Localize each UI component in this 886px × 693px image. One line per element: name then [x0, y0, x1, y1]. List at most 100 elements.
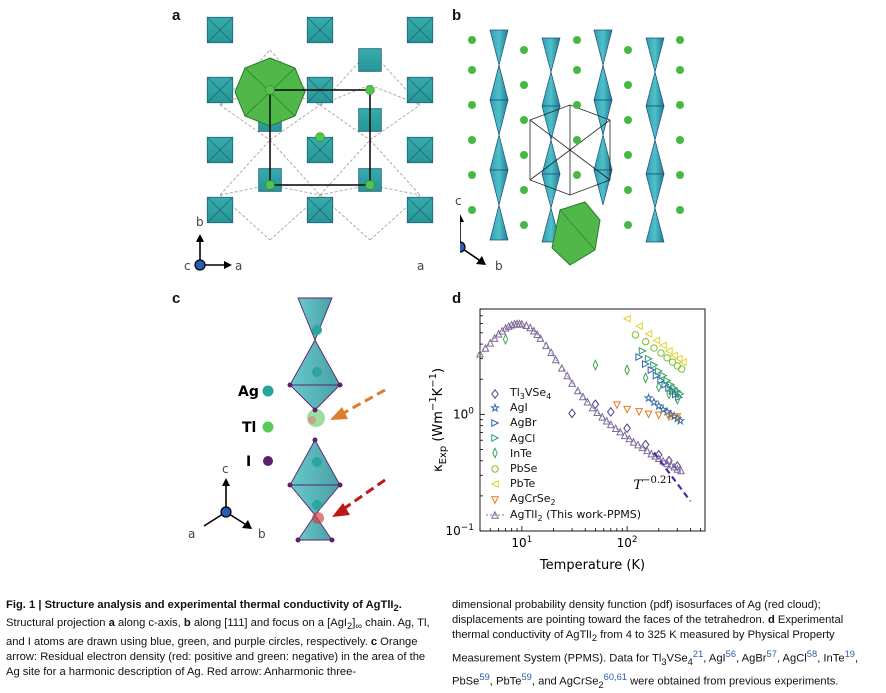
data-point — [631, 331, 640, 339]
data-point — [634, 322, 643, 331]
tl-cloud-c — [307, 409, 325, 427]
axis-label-a-panel: a — [188, 527, 195, 541]
legend-label: Tl3VSe4 — [510, 386, 552, 402]
legend-entry: InTe — [486, 447, 532, 460]
data-point — [656, 380, 662, 393]
legend-marker — [490, 510, 500, 519]
chain-octahedra — [489, 29, 665, 243]
fit-line — [653, 451, 692, 502]
legend-i-label: I — [246, 454, 251, 470]
data-point — [653, 400, 664, 411]
data-point — [486, 338, 495, 347]
data-point — [641, 439, 650, 450]
data-point — [650, 344, 658, 352]
data-point — [657, 349, 665, 357]
legend-entry: PbTe — [486, 477, 535, 490]
legend-label: AgI — [510, 401, 528, 415]
legend-marker — [491, 418, 500, 427]
legend-marker — [491, 388, 499, 399]
chart-fit-line — [653, 451, 692, 502]
data-point — [536, 333, 545, 342]
panel-b-axis-a: a — [417, 259, 425, 273]
legend-marker-icon — [492, 447, 498, 460]
panel-c-structure: Ag Tl I c a b — [188, 297, 386, 543]
data-point — [644, 354, 653, 363]
data-point — [659, 371, 668, 380]
data-point — [635, 353, 644, 362]
data-point — [663, 459, 672, 468]
axis-triad-b — [460, 214, 486, 265]
data-point — [642, 372, 649, 384]
data-point — [629, 437, 638, 446]
legend-entry: AgI — [486, 401, 528, 414]
data-point — [547, 348, 556, 357]
data-point — [490, 333, 499, 342]
data-point — [678, 358, 687, 367]
legend-marker-icon — [491, 388, 499, 399]
data-point — [526, 323, 535, 332]
legend-marker-icon — [490, 479, 499, 488]
data-point — [663, 354, 671, 362]
legend-marker-icon — [490, 496, 500, 505]
data-point — [635, 408, 644, 417]
data-point — [648, 396, 659, 407]
panel-d-letter: d — [452, 290, 462, 307]
series-agcrse2 — [612, 401, 682, 422]
legend-marker-icon — [489, 402, 501, 412]
data-point — [623, 405, 632, 414]
data-point — [598, 412, 607, 421]
data-point — [533, 330, 542, 339]
data-point — [606, 406, 615, 417]
series-line — [479, 323, 682, 471]
data-point — [620, 431, 629, 440]
i-atoms-c — [287, 382, 343, 543]
legend-label: AgBr — [510, 416, 537, 430]
caption-fig-label: Fig. 1 | — [6, 599, 42, 611]
axis-label-c: c — [184, 259, 191, 273]
series-inte — [502, 333, 681, 406]
panel-b-axis-b: b — [495, 259, 503, 273]
axis-label-b-panel: b — [258, 527, 266, 541]
legend-marker — [490, 496, 500, 505]
axis-label-a: a — [235, 259, 242, 273]
data-point — [650, 360, 659, 369]
y-tick-label: 10−1 — [445, 523, 474, 538]
panel-b-structure — [460, 29, 684, 266]
data-point — [606, 420, 615, 429]
caption-title: Structure analysis and experimental ther… — [44, 599, 402, 614]
data-point — [622, 314, 631, 323]
data-point — [654, 411, 663, 420]
chart-series — [475, 314, 687, 475]
data-point — [657, 376, 666, 385]
fit-annotation: T−0.21 — [633, 475, 672, 493]
data-point — [664, 346, 673, 355]
residual-arrow — [330, 388, 386, 420]
data-point — [591, 399, 600, 410]
legend-marker-icon — [491, 464, 499, 473]
figure-caption-right: dimensional probability density function… — [452, 599, 859, 690]
legend-label: AgCl — [510, 431, 536, 445]
legend-label: PbTe — [510, 477, 536, 491]
legend-marker-icon — [491, 434, 500, 443]
series-pbte — [622, 314, 687, 367]
data-point — [623, 423, 631, 434]
data-point — [654, 453, 663, 462]
axis-triad-c: c a b — [188, 462, 266, 541]
legend-entry: AgCl — [486, 432, 535, 445]
green-polyhedron-b — [551, 201, 601, 266]
red-cloud-c — [312, 512, 324, 524]
unit-cell-box — [269, 89, 371, 186]
data-point — [517, 319, 526, 328]
data-point — [676, 466, 685, 475]
chart-y-label: κExp (Wm−1K−1) — [428, 368, 449, 472]
legend-entry: AgBr — [486, 416, 537, 429]
data-point — [507, 320, 516, 329]
x-tick-label: 101 — [511, 535, 532, 550]
data-point — [669, 351, 678, 360]
data-point — [624, 364, 630, 376]
x-tick-label: 102 — [617, 535, 638, 550]
legend-entry: AgCrSe2 — [486, 492, 556, 508]
data-point — [673, 413, 682, 422]
data-point — [641, 337, 650, 346]
data-point — [625, 434, 634, 443]
